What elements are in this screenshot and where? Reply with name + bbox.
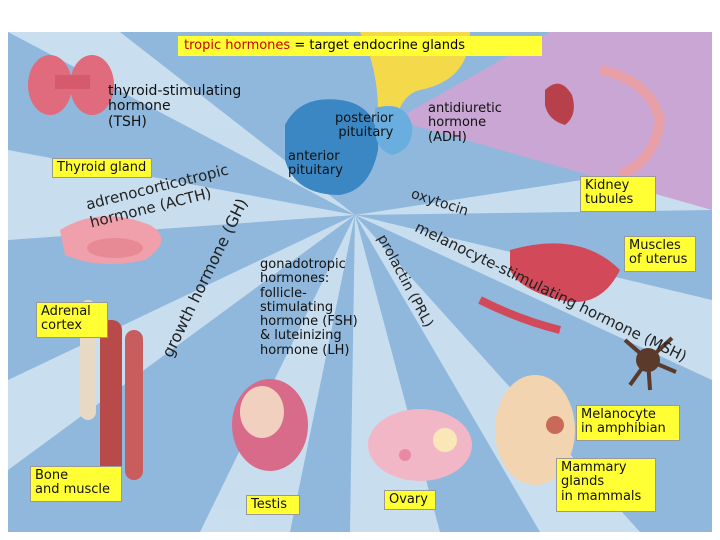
tsh-label: thyroid-stimulating hormone (TSH) [108, 83, 242, 130]
target-mammary: Mammary glands in mammals [556, 458, 656, 512]
ovary-illustration [368, 409, 472, 481]
gonadotropic-label: gonadotropic hormones: follicle- stimula… [260, 257, 358, 358]
target-thyroid: Thyroid gland [52, 158, 152, 178]
target-ovary: Ovary [384, 490, 436, 510]
adh-label: antidiuretic hormone (ADH) [428, 101, 502, 145]
posterior-pituitary-label: posterior pituitary [335, 111, 394, 141]
thyroid-illustration [28, 55, 114, 115]
target-adrenal: Adrenal cortex [36, 302, 108, 338]
mammary-illustration [495, 375, 575, 485]
anterior-pituitary-shape [285, 99, 379, 195]
adrenal-illustration [60, 216, 162, 264]
target-melanocyte: Melanocyte in amphibian [576, 405, 680, 441]
anterior-pituitary-label: anterior pituitary [288, 149, 343, 179]
target-uterus: Muscles of uterus [624, 236, 696, 272]
title-rest: = target endocrine glands [290, 38, 466, 53]
title-term: tropic hormones [184, 38, 291, 53]
testis-illustration [232, 379, 308, 471]
target-kidney: Kidney tubules [580, 176, 656, 212]
target-testis: Testis [246, 495, 300, 515]
kidney-illustration [545, 65, 666, 180]
uterus-illustration [478, 243, 620, 334]
target-bone-muscle: Bone and muscle [30, 466, 122, 502]
melanocyte-illustration [623, 336, 677, 391]
posterior-pituitary-shape [375, 106, 413, 155]
title-banner: tropic hormones = target endocrine gland… [178, 36, 542, 56]
